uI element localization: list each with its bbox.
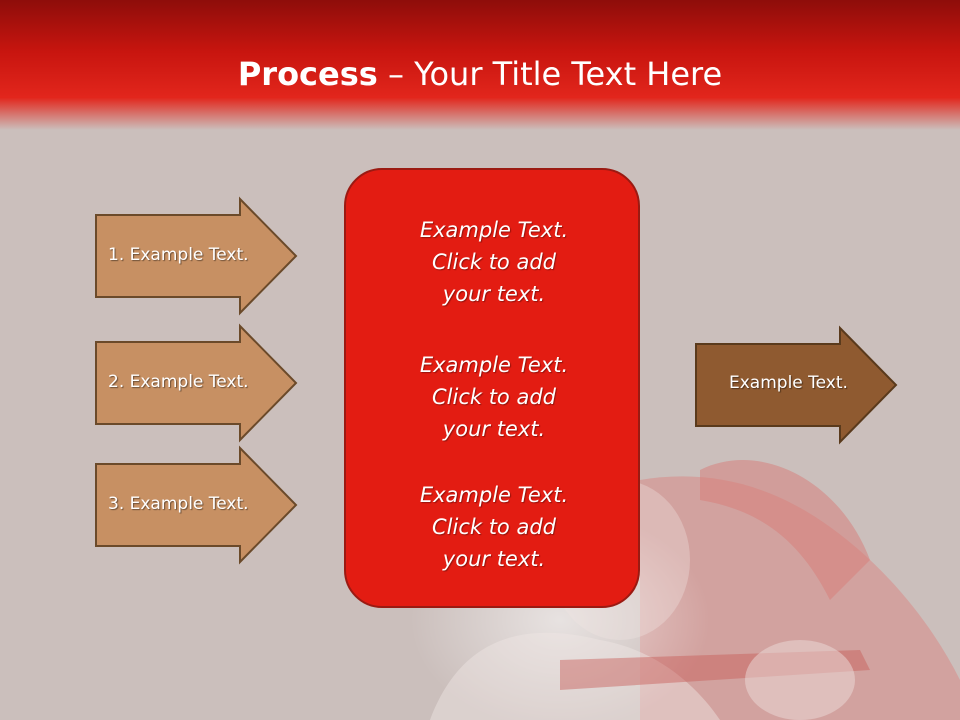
title-bold-part: Process — [237, 55, 378, 93]
center-block-3-line-2: Click to add — [431, 515, 556, 539]
title-rest-part: – Your Title Text Here — [377, 55, 723, 93]
center-block-2-line-3: your text. — [442, 417, 546, 441]
center-block-1-line-1: Example Text. — [419, 218, 569, 242]
step-3-arrow[interactable] — [95, 445, 298, 565]
center-block-2: Example Text. Click to add your text. — [346, 349, 642, 445]
center-block-3-line-3: your text. — [442, 547, 546, 571]
output-arrow-label: Example Text. — [729, 373, 848, 393]
title-banner — [0, 0, 960, 130]
slide-title[interactable]: Process – Your Title Text Here — [0, 50, 960, 98]
center-block-2-line-2: Click to add — [431, 385, 556, 409]
step-1-arrow[interactable] — [95, 196, 298, 316]
step-2-label: 2. Example Text. — [108, 372, 249, 392]
center-block-1-line-2: Click to add — [431, 250, 556, 274]
step-1-label: 1. Example Text. — [108, 245, 249, 265]
step-2-arrow[interactable] — [95, 323, 298, 443]
center-block-3-line-1: Example Text. — [419, 483, 569, 507]
center-block-1: Example Text. Click to add your text. — [346, 214, 642, 310]
center-text-box[interactable]: Example Text. Click to add your text. Ex… — [344, 168, 640, 608]
output-arrow[interactable] — [695, 325, 898, 445]
step-3-label: 3. Example Text. — [108, 494, 249, 514]
center-block-2-line-1: Example Text. — [419, 353, 569, 377]
center-block-1-line-3: your text. — [442, 282, 546, 306]
center-block-3: Example Text. Click to add your text. — [346, 479, 642, 575]
